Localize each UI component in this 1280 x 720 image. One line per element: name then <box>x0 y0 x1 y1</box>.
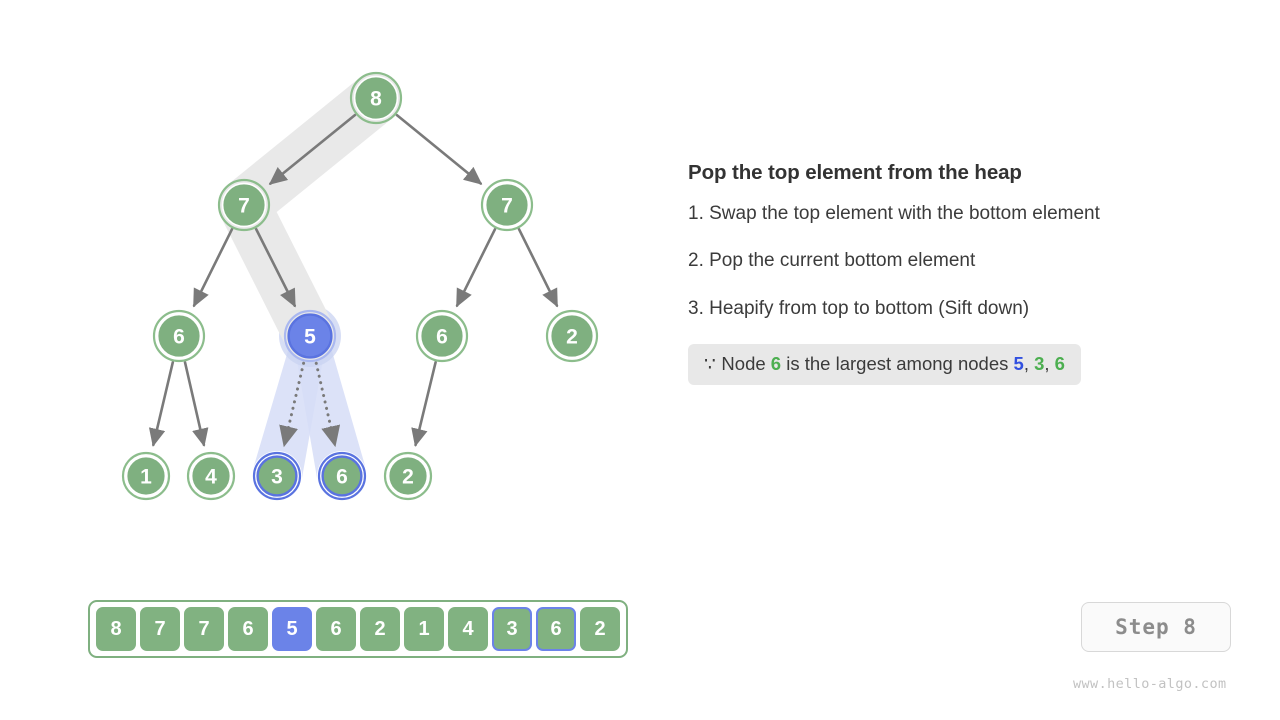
tree-node[interactable]: 6 <box>317 451 367 501</box>
page-title: Pop the top element from the heap <box>688 161 1022 184</box>
instruction-step-2: 2. Pop the current bottom element <box>688 250 976 272</box>
tree-edge-dotted-9 <box>314 361 341 448</box>
node-body <box>549 313 595 359</box>
status-badge: Step 8 <box>1081 602 1231 652</box>
node-body <box>221 182 267 228</box>
node-body <box>125 455 167 497</box>
tree-edge-solid-6 <box>148 360 175 447</box>
node-outer-ring <box>480 178 534 232</box>
array-cell[interactable]: 2 <box>580 607 620 651</box>
note-middle: is the largest among nodes <box>786 352 1009 374</box>
array-cell[interactable]: 6 <box>316 607 356 651</box>
tree-edge-solid-7 <box>183 361 209 447</box>
node-outer-ring <box>545 309 599 363</box>
note-prefix: Node <box>721 352 766 374</box>
note-sep-0: , <box>1023 352 1035 374</box>
tree-node[interactable]: 7 <box>480 178 534 232</box>
node-outer-ring <box>415 309 469 363</box>
tree-node[interactable]: 6 <box>152 309 206 363</box>
explanation-panel: Pop the top element from the heap 1. Swa… <box>688 160 1228 385</box>
node-outer-ring <box>217 178 271 232</box>
node-outer-ring <box>317 451 367 501</box>
tree-edge-solid-4 <box>455 227 497 308</box>
array-cell[interactable]: 2 <box>360 607 400 651</box>
note-largest-value: 6 <box>770 352 782 374</box>
trace-path-stroke <box>218 72 402 362</box>
tree-node[interactable]: 6 <box>415 309 469 363</box>
tree-edge-solid-3 <box>254 227 297 308</box>
tree-edge-solid-5 <box>517 227 559 308</box>
tree-node[interactable]: 5 <box>283 309 337 363</box>
tree-node[interactable]: 2 <box>383 451 433 501</box>
node-body <box>156 313 202 359</box>
node-body <box>419 313 465 359</box>
tree-node[interactable]: 8 <box>349 71 403 125</box>
tree-node[interactable]: 3 <box>252 451 302 501</box>
tree-node[interactable]: 2 <box>545 309 599 363</box>
tree-node[interactable]: 4 <box>186 451 236 501</box>
note-sep-1: , <box>1044 352 1055 374</box>
tree-node[interactable]: 7 <box>217 178 271 232</box>
instruction-step-1: 1. Swap the top element with the bottom … <box>688 202 1100 224</box>
node-outer-ring <box>349 71 403 125</box>
array-cell[interactable]: 7 <box>140 607 180 651</box>
tree-edge-solid-10 <box>411 360 437 447</box>
node-outer-ring <box>152 309 206 363</box>
node-outer-ring <box>283 309 337 363</box>
node-outer-ring <box>383 451 433 501</box>
sift-down-trace-path <box>218 72 402 362</box>
note-candidate-1: 3 <box>1034 352 1045 374</box>
node-body <box>321 455 363 497</box>
array-cell[interactable]: 6 <box>536 607 576 651</box>
node-body <box>484 182 530 228</box>
tree-edge-dotted-8 <box>279 361 306 448</box>
array-cell[interactable]: 7 <box>184 607 224 651</box>
node-outer-ring <box>252 451 302 501</box>
because-symbol: ∵ <box>704 352 717 374</box>
tree-edges <box>148 113 559 448</box>
node-outer-ring <box>121 451 171 501</box>
instruction-step-3: 3. Heapify from top to bottom (Sift down… <box>688 297 1030 319</box>
array-cell[interactable]: 4 <box>448 607 488 651</box>
node-body <box>256 455 298 497</box>
sift-band-1 <box>293 332 367 482</box>
note-candidate-2: 6 <box>1054 352 1065 374</box>
tree-edge-solid-0 <box>268 113 357 185</box>
array-cell[interactable]: 3 <box>492 607 532 651</box>
array-cell[interactable]: 6 <box>228 607 268 651</box>
array-cell[interactable]: 8 <box>96 607 136 651</box>
tree-edge-solid-1 <box>395 113 483 185</box>
node-body <box>287 313 333 359</box>
array-cell[interactable]: 1 <box>404 607 444 651</box>
node-body <box>190 455 232 497</box>
tree-node[interactable]: 1 <box>121 451 171 501</box>
tree-edge-solid-2 <box>192 227 234 308</box>
array-cell[interactable]: 5 <box>272 607 312 651</box>
note-candidate-0: 5 <box>1013 352 1024 374</box>
watermark: www.hello-algo.com <box>1073 676 1227 692</box>
node-body <box>353 75 399 121</box>
node-outer-ring <box>186 451 236 501</box>
reason-note: ∵ Node 6 is the largest among nodes 5, 3… <box>688 343 1081 385</box>
node-body <box>387 455 429 497</box>
